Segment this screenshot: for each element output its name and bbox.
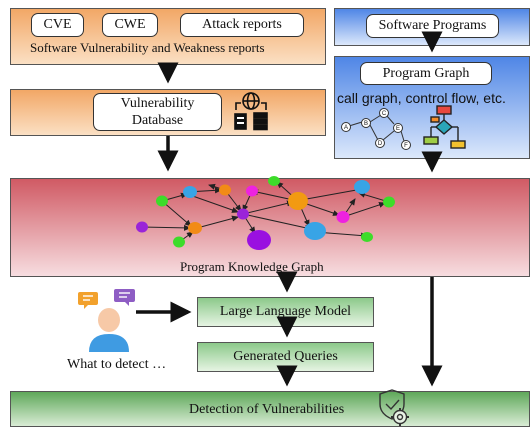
node-c bbox=[379, 108, 389, 118]
kg-node-9 bbox=[383, 196, 395, 208]
node-f bbox=[401, 140, 411, 150]
kg-node-1 bbox=[183, 186, 197, 198]
kg-node-15 bbox=[173, 236, 185, 248]
kg-node-4 bbox=[268, 176, 280, 186]
kg-node-5 bbox=[156, 195, 168, 207]
node-e-label: E bbox=[396, 126, 400, 132]
detection-panel bbox=[10, 391, 530, 427]
generated-queries-label: Generated Queries bbox=[233, 349, 338, 364]
knowledge-graph-caption: Program Knowledge Graph bbox=[180, 259, 324, 274]
cve-box: CVE bbox=[31, 13, 84, 37]
program-call-graph bbox=[341, 108, 411, 150]
node-a bbox=[341, 122, 351, 132]
node-d bbox=[375, 138, 385, 148]
kg-node-8 bbox=[354, 180, 370, 194]
kg-node-10 bbox=[336, 211, 350, 223]
kg-node-16 bbox=[247, 230, 271, 250]
detection-label: Detection of Vulnerabilities bbox=[189, 402, 345, 417]
attack-reports-box: Attack reports bbox=[180, 13, 304, 37]
kg-node-3 bbox=[246, 185, 258, 197]
user-icon bbox=[78, 289, 135, 352]
kg-node-14 bbox=[136, 221, 148, 233]
node-a-label: A bbox=[344, 125, 348, 131]
kg-node-13 bbox=[188, 222, 202, 234]
node-d-label: D bbox=[378, 141, 383, 147]
user-caption: What to detect … bbox=[67, 357, 167, 372]
node-f-label: F bbox=[404, 143, 408, 149]
flow-arrows bbox=[136, 31, 443, 387]
program-graph-caption: call graph, control flow, etc. bbox=[337, 90, 506, 106]
vulnerability-database-line1: Vulnerability bbox=[120, 96, 195, 111]
program-graph-box: Program Graph bbox=[360, 62, 492, 85]
vulnerability-database-line2: Database bbox=[131, 113, 184, 128]
large-language-model-label: Large Language Model bbox=[219, 304, 352, 319]
generated-queries-box: Generated Queries bbox=[197, 342, 374, 372]
node-b-label: B bbox=[364, 121, 368, 127]
kg-node-11 bbox=[304, 222, 326, 240]
knowledge-graph-nodes bbox=[136, 176, 395, 250]
flowchart-icon bbox=[423, 105, 466, 149]
reports-caption: Software Vulnerability and Weakness repo… bbox=[30, 40, 265, 55]
node-e bbox=[393, 123, 403, 133]
kg-node-12 bbox=[361, 232, 373, 242]
kg-node-6 bbox=[237, 208, 249, 220]
kg-node-2 bbox=[219, 184, 231, 196]
vulnerability-database-box: Vulnerability Database bbox=[93, 93, 222, 131]
database-globe-icon bbox=[234, 92, 268, 131]
kg-node-7 bbox=[288, 192, 308, 210]
cwe-box: CWE bbox=[102, 13, 158, 37]
shield-gear-icon bbox=[379, 389, 409, 426]
node-c-label: C bbox=[382, 111, 387, 117]
node-b bbox=[361, 118, 371, 128]
